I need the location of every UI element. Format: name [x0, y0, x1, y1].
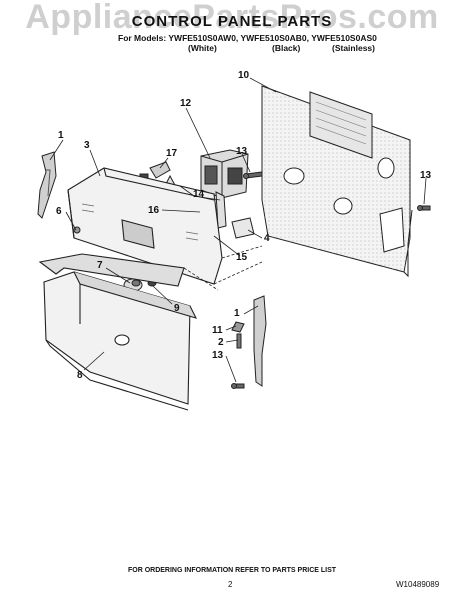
end-cap-left-part-1	[37, 151, 57, 219]
callout-part-11: 11	[212, 325, 223, 336]
finish-stainless: (Stainless)	[332, 43, 375, 53]
callout-part-13-right: 13	[420, 170, 432, 181]
end-cap-right-part-1	[253, 295, 267, 387]
rear-panel-part-10	[261, 85, 413, 278]
screw-part-13-right	[417, 205, 431, 211]
callout-part-15: 15	[236, 252, 248, 263]
callout-part-16: 16	[148, 205, 160, 216]
callout-part-1-right: 1	[234, 308, 240, 319]
callout-part-12: 12	[180, 98, 192, 109]
callout-part-17: 17	[166, 148, 178, 159]
callout-part-13-lower: 13	[212, 350, 224, 361]
diagram-title: CONTROL PANEL PARTS	[131, 13, 333, 30]
callout-part-10: 10	[238, 70, 250, 81]
document-number: W10489089	[396, 580, 440, 589]
callout-part-1-left: 1	[58, 130, 64, 141]
callout-part-3: 3	[84, 140, 90, 151]
page-number: 2	[228, 580, 233, 589]
leader-lines	[49, 77, 427, 383]
finish-black: (Black)	[272, 43, 301, 53]
model-numbers: For Models: YWFE510S0AW0, YWFE510S0AB0, …	[118, 33, 377, 43]
screw-part-13-upper	[243, 171, 263, 179]
callout-part-8: 8	[77, 370, 83, 381]
control-board-part-12	[200, 149, 249, 199]
finish-white: (White)	[188, 43, 217, 53]
screw-part-13-lower	[231, 383, 245, 389]
callout-part-6: 6	[56, 206, 62, 217]
ordering-note: FOR ORDERING INFORMATION REFER TO PARTS …	[127, 567, 337, 574]
manifold-panel-part-8	[38, 253, 198, 411]
callout-part-2: 2	[218, 337, 224, 348]
callout-part-14: 14	[193, 189, 205, 200]
callout-part-7: 7	[97, 260, 103, 271]
callout-part-9: 9	[174, 303, 180, 314]
callout-part-13-upper: 13	[236, 146, 248, 157]
callout-part-4: 4	[264, 233, 270, 244]
clip-part-2	[236, 333, 242, 349]
switch-part-4	[231, 217, 255, 239]
watermark: AppliancePartsPros.com	[25, 0, 439, 36]
